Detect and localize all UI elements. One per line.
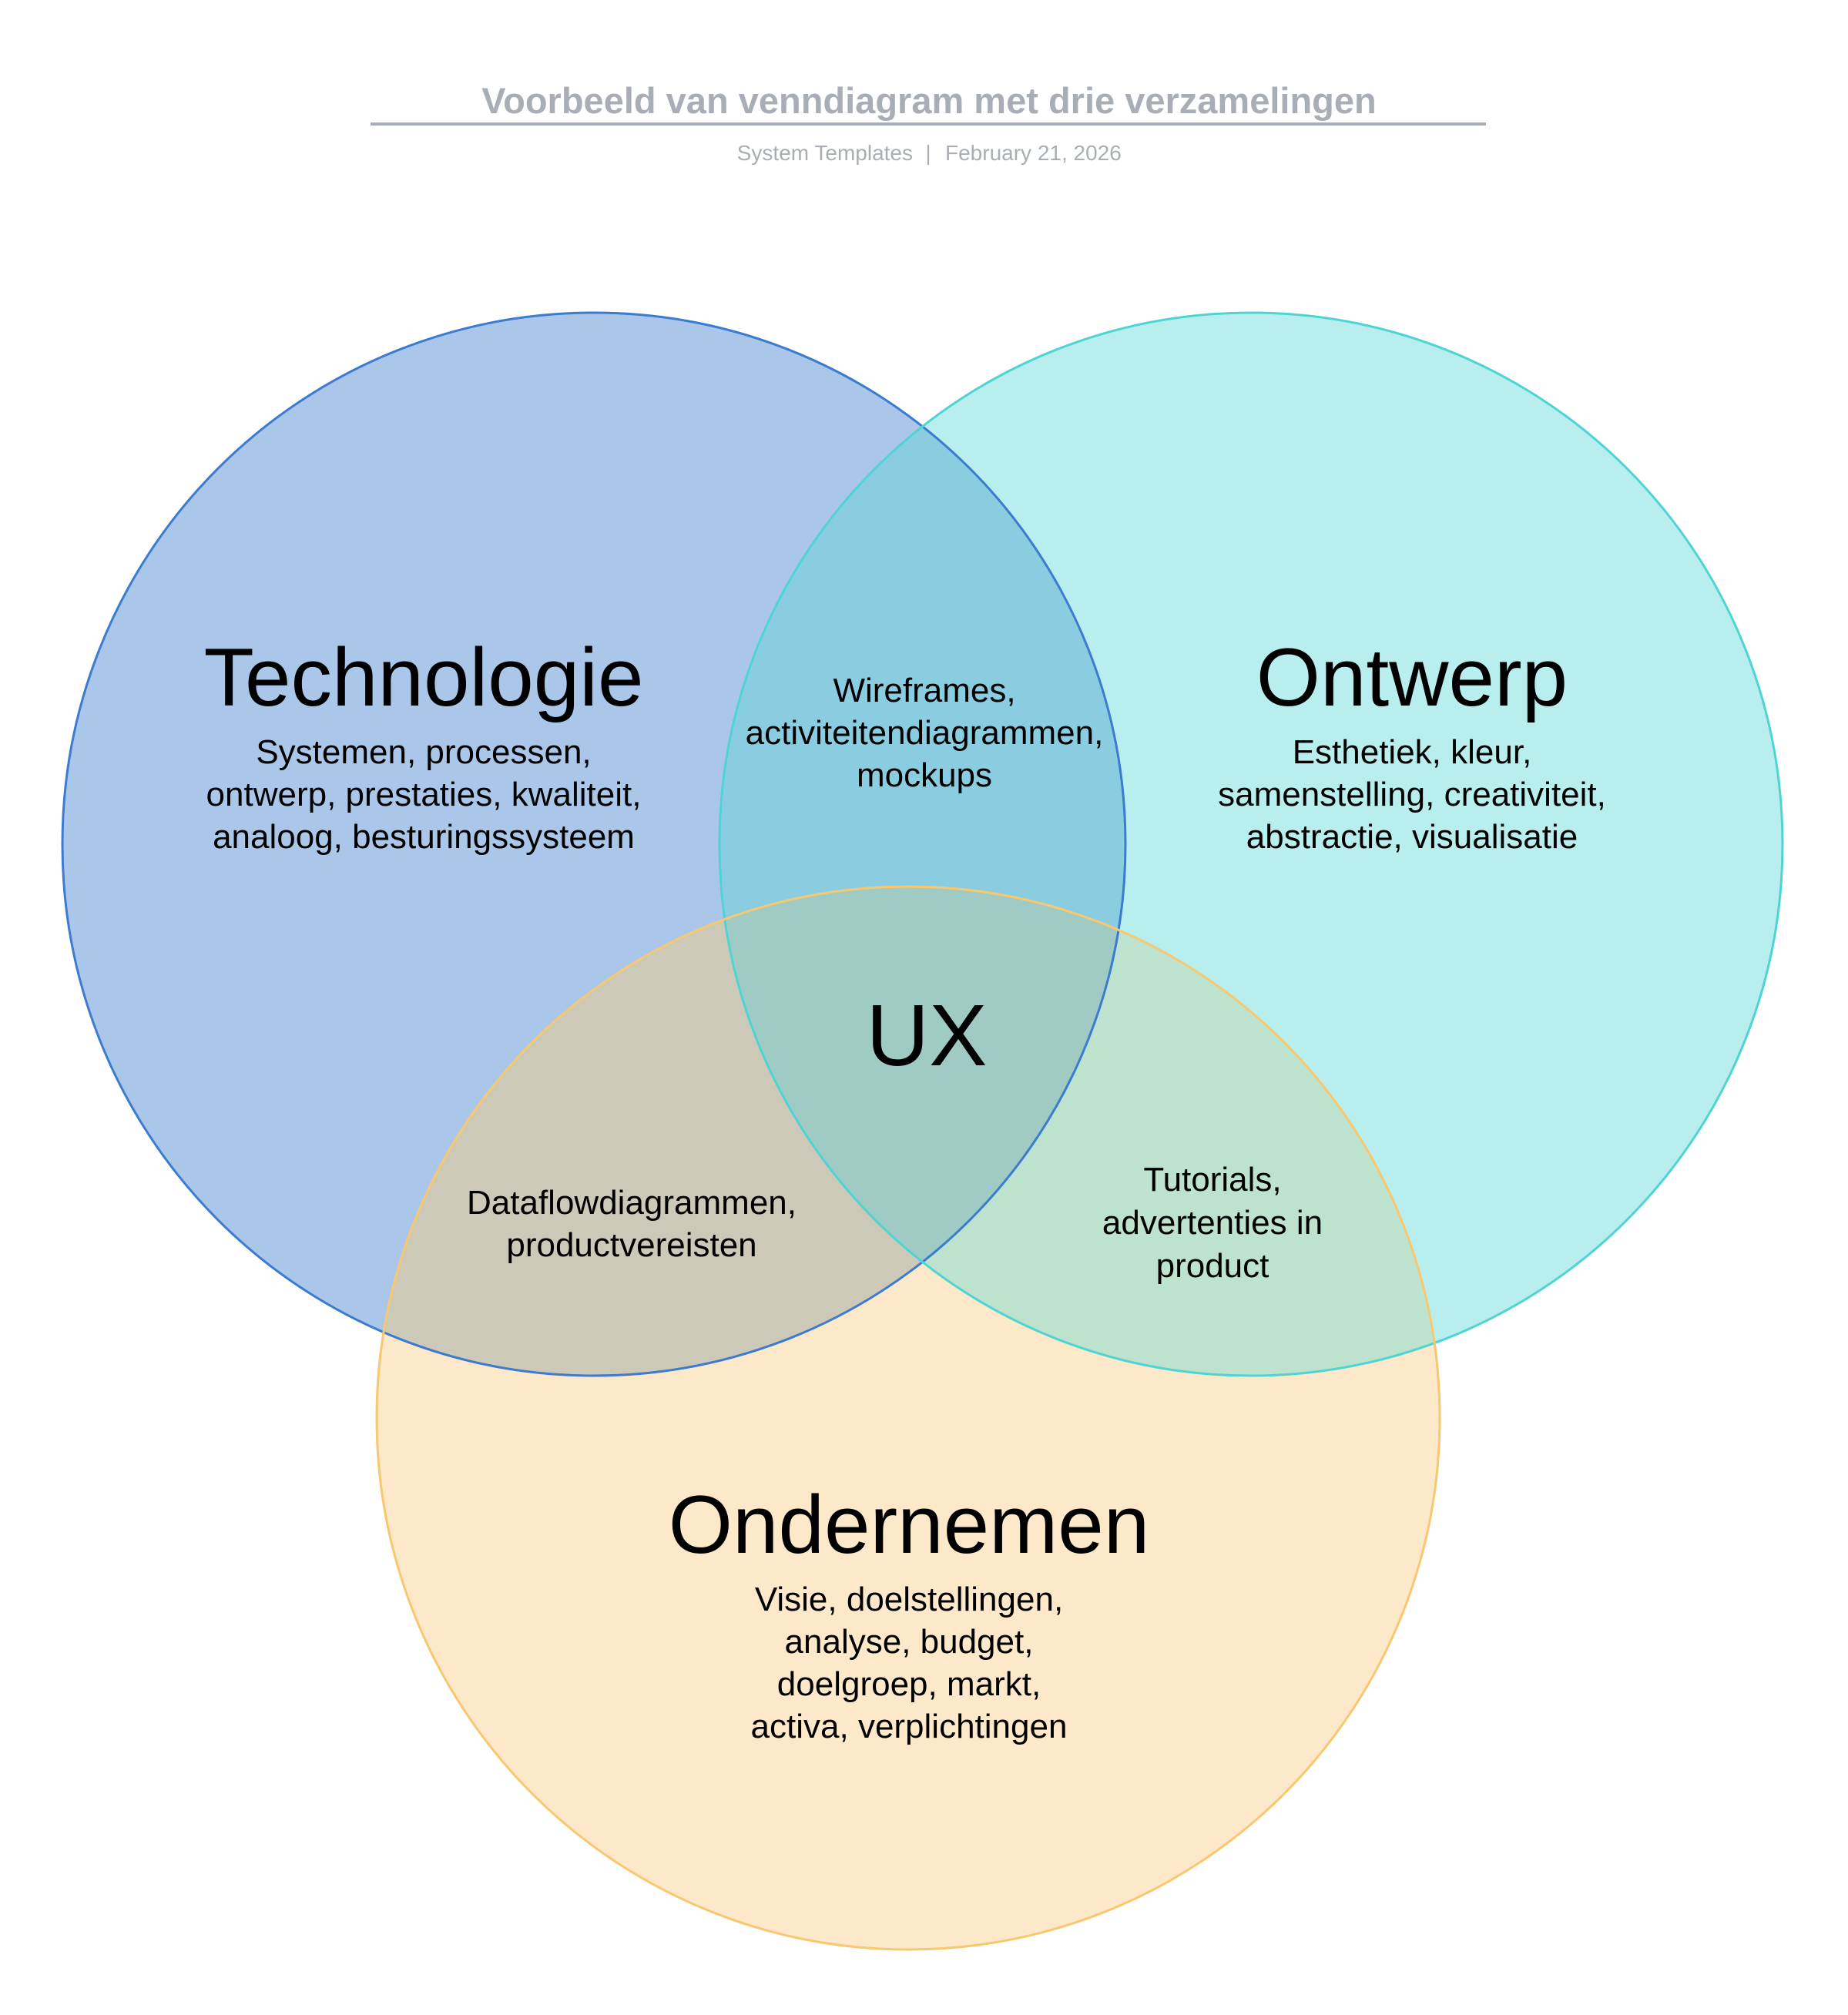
set-title-ontwerp: Ontwerp <box>1256 631 1568 723</box>
set-text: activa, verplichtingen <box>751 1708 1068 1745</box>
intersection-text: mockups <box>857 756 992 794</box>
date: February 21, 2026 <box>945 141 1122 165</box>
region-tech-business <box>377 887 1125 1376</box>
intersection-text: Wireframes, <box>833 672 1015 709</box>
outline-ondernemen <box>375 885 1441 1951</box>
set-text: ontwerp, prestaties, kwaliteit, <box>206 776 642 813</box>
set-text: Systemen, processen, <box>256 733 591 771</box>
set-title-technologie: Technologie <box>203 631 643 723</box>
outline-ontwerp <box>718 311 1784 1377</box>
intersection-text: activiteitendiagrammen, <box>746 714 1104 752</box>
header-separator: | <box>925 141 931 165</box>
intersection-text: Tutorials, <box>1143 1161 1281 1199</box>
set-text: analoog, besturingssysteem <box>213 818 635 856</box>
set-text: analyse, budget, <box>785 1623 1034 1661</box>
set-text: abstractie, visualisatie <box>1246 818 1578 856</box>
set-text: Visie, doelstellingen, <box>755 1581 1063 1618</box>
intersection-text: Dataflowdiagrammen, <box>467 1184 797 1222</box>
page-title: Voorbeeld van venndiagram met drie verza… <box>481 80 1376 121</box>
outline-technologie <box>61 311 1127 1377</box>
set-text: Esthetiek, kleur, <box>1293 733 1532 771</box>
region-design-business <box>719 887 1440 1376</box>
set-text: doelgroep, markt, <box>777 1665 1041 1703</box>
intersection-text: productvereisten <box>506 1226 756 1264</box>
intersection-text: product <box>1156 1247 1269 1285</box>
center-label-ux: UX <box>867 987 988 1084</box>
set-title-ondernemen: Ondernemen <box>669 1478 1150 1571</box>
author: System Templates <box>737 141 913 165</box>
set-text: samenstelling, creativiteit, <box>1218 776 1606 813</box>
intersection-text: advertenties in <box>1102 1204 1323 1242</box>
